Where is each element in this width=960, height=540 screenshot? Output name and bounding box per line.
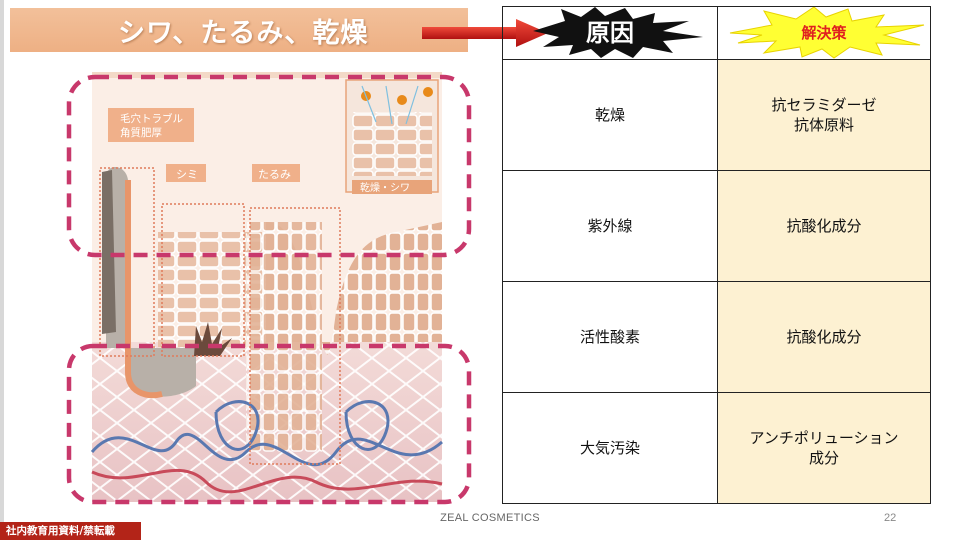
solution-cell: 抗酸化成分 (717, 170, 931, 282)
cause-cell: 乾燥 (502, 59, 718, 171)
solution-line: 成分 (808, 449, 839, 467)
internal-use-badge: 社内教育用資料/禁転載 (0, 522, 141, 540)
sagging-label: たるみ (258, 168, 291, 181)
footer-company-name: ZEAL COSMETICS (440, 512, 540, 524)
cause-cell: 紫外線 (502, 170, 718, 282)
lower-dashed-frame (66, 343, 472, 505)
left-edge-stripe (0, 0, 4, 540)
upper-dashed-frame (66, 74, 472, 258)
title-banner: シワ、たるみ、乾燥 (10, 8, 468, 52)
table-row: 大気汚染 アンチポリューション 成分 (502, 392, 931, 504)
yellow-burst-icon (729, 7, 925, 59)
table-row: 乾燥 抗セラミダーゼ 抗体原料 (502, 59, 931, 171)
cause-cell: 大気汚染 (502, 392, 718, 504)
cause-header-cell: 原因 (502, 6, 718, 60)
table-row: 紫外線 抗酸化成分 (502, 170, 931, 282)
solution-line: アンチポリューション (749, 429, 899, 447)
table-header-row: 原因 解決策 (502, 6, 931, 60)
pores-label-line: 角質肥厚 (120, 126, 162, 139)
solution-line: 抗酸化成分 (786, 217, 862, 235)
solution-cell: アンチポリューション 成分 (717, 392, 931, 504)
solution-line: 抗セラミダーゼ (771, 96, 877, 114)
solution-line: 抗体原料 (793, 116, 854, 134)
black-burst-icon (533, 7, 703, 58)
solution-header-label: 解決策 (801, 24, 847, 42)
spots-label: シミ (176, 168, 198, 181)
page-number: 22 (884, 512, 897, 524)
pores-label-line: 毛穴トラブル (120, 112, 183, 125)
solution-header-cell: 解決策 (717, 6, 931, 60)
skin-cross-section-illustration: 毛穴トラブル 角質肥厚 シミ たるみ 乾燥・シワ (66, 72, 472, 505)
cause-header-label: 原因 (586, 19, 634, 47)
cause-cell: 活性酸素 (502, 281, 718, 393)
solution-cell: 抗酸化成分 (717, 281, 931, 393)
cause-solution-table: 原因 解決策 乾燥 抗セラミダーゼ 抗体原料 紫外線 抗酸化成分 活性酸素 抗酸… (502, 6, 931, 504)
dryness-label: 乾燥・シワ (360, 181, 410, 194)
table-row: 活性酸素 抗酸化成分 (502, 281, 931, 393)
slide-title: シワ、たるみ、乾燥 (118, 17, 369, 49)
solution-line: 抗酸化成分 (786, 328, 862, 346)
solution-cell: 抗セラミダーゼ 抗体原料 (717, 59, 931, 171)
